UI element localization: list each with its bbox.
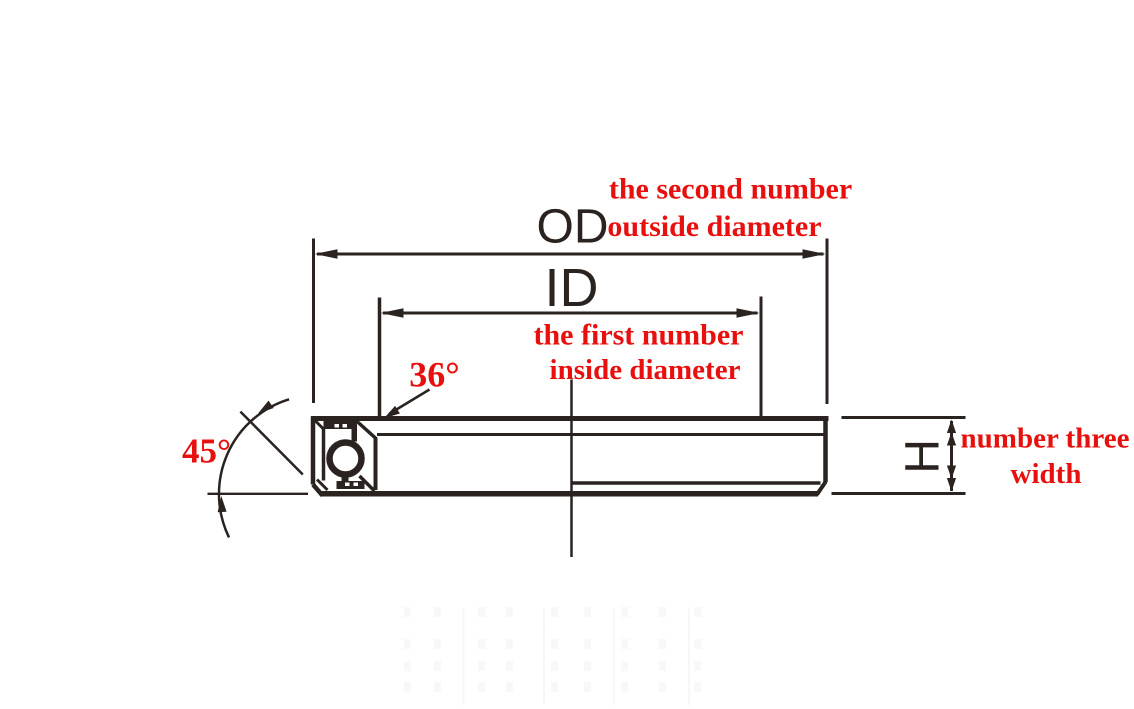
svg-text:H: H — [896, 439, 949, 474]
svg-text:OD: OD — [537, 201, 609, 254]
svg-text:36°: 36° — [409, 355, 459, 395]
svg-text:number three: number three — [961, 423, 1130, 455]
svg-text:45°: 45° — [182, 432, 231, 471]
svg-text:the second number: the second number — [609, 173, 852, 206]
svg-text:the first number: the first number — [534, 319, 744, 352]
svg-text:inside diameter: inside diameter — [550, 354, 741, 386]
svg-text:ID: ID — [545, 258, 599, 318]
svg-text:width: width — [1011, 458, 1082, 490]
svg-text:outside diameter: outside diameter — [607, 210, 821, 243]
